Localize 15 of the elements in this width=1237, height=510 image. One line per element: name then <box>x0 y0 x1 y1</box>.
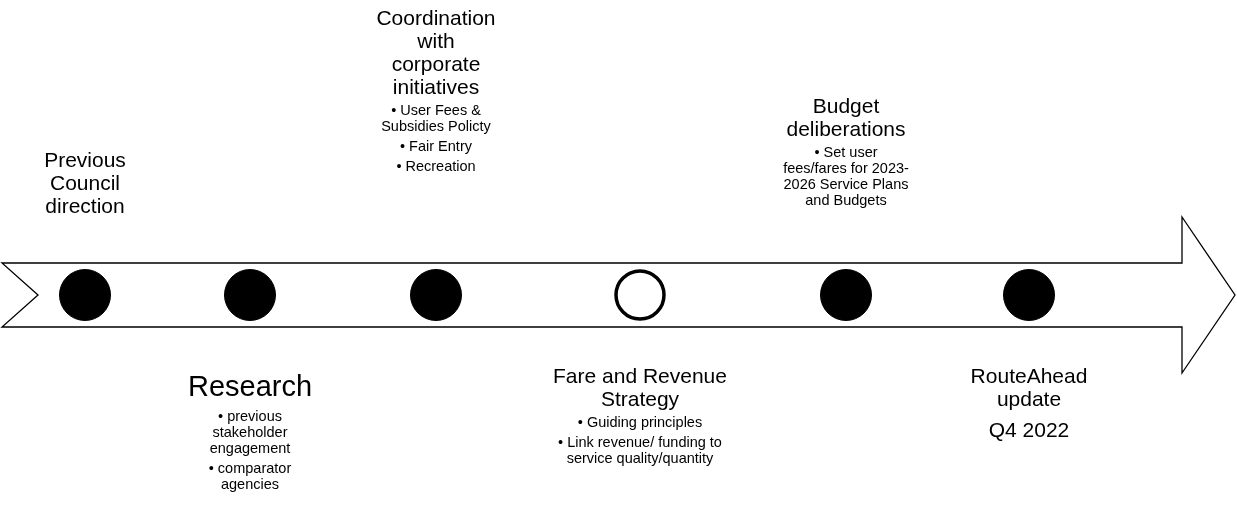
milestone-title: Fare and Revenue Strategy <box>552 364 728 410</box>
bullet-point: • Link revenue/ funding to service quality/quantity <box>557 434 723 466</box>
bullet-point: • User Fees & Subsidies Policty <box>380 102 492 134</box>
milestone-date: Q4 2022 <box>987 418 1071 441</box>
milestone-title: Budget deliberations <box>785 94 907 140</box>
bullet-point: • Guiding principles <box>576 414 704 430</box>
bullet-point: • Fair Entry <box>399 138 473 154</box>
milestone-title: RouteAhead update <box>969 364 1089 410</box>
bullet-point: • Recreation <box>395 158 477 174</box>
bullet-point: • Set user fees/fares for 2023-2026 Service Plans and Budgets <box>782 144 910 208</box>
milestone-title: Coordination with corporate initiatives <box>375 6 497 98</box>
bullet-point: • comparator agencies <box>207 460 293 492</box>
bullet-point: • previous stakeholder engagement <box>208 408 292 456</box>
milestone-title: Previous Council direction <box>43 148 127 217</box>
milestone-title: Research <box>186 370 314 402</box>
